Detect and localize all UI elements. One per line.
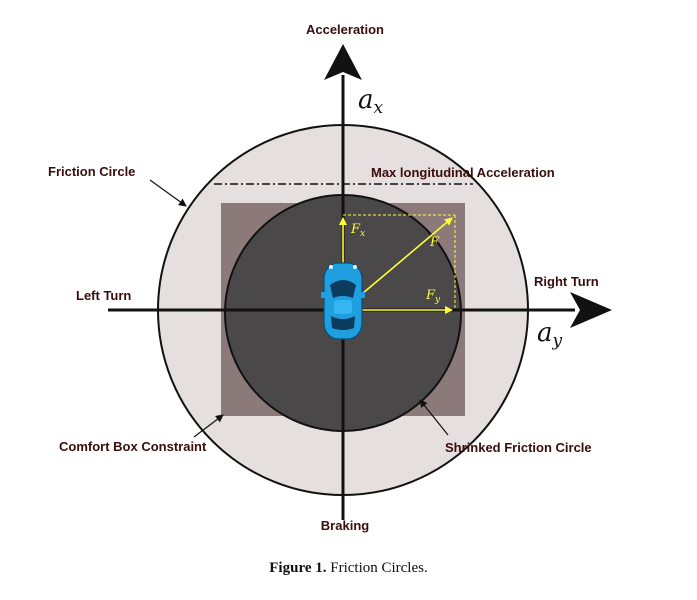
friction-circle-leader: [149, 179, 187, 207]
shrinked-circle-leader: [419, 399, 449, 436]
shrinked-circle-label: Shrinked Friction Circle: [445, 440, 592, 455]
horizontal-axis-label: ay: [537, 318, 563, 351]
horizontal-axis-arrowhead: [570, 292, 612, 328]
fy-label: Fy: [425, 288, 441, 305]
vertical-axis-label: ax: [358, 85, 384, 118]
car-top-view-icon: [321, 262, 365, 340]
left-turn-label: Left Turn: [76, 288, 131, 303]
f-label: F: [429, 235, 440, 250]
vertical-axis-arrowhead: [324, 44, 362, 80]
comfort-box-label: Comfort Box Constraint: [59, 439, 207, 454]
max-longitudinal-label: Max longitudinal Acceleration: [371, 165, 555, 180]
fx-label: Fx: [350, 222, 365, 239]
figure-caption-text: Friction Circles.: [330, 560, 428, 576]
comfort-box-leader: [193, 414, 224, 438]
figure-caption: Figure 1. Friction Circles.: [0, 560, 697, 577]
figure-number: Figure 1.: [269, 560, 327, 576]
braking-label: Braking: [321, 518, 369, 533]
right-turn-label: Right Turn: [534, 274, 599, 289]
friction-circle-label: Friction Circle: [48, 164, 135, 179]
acceleration-label: Acceleration: [306, 22, 384, 37]
